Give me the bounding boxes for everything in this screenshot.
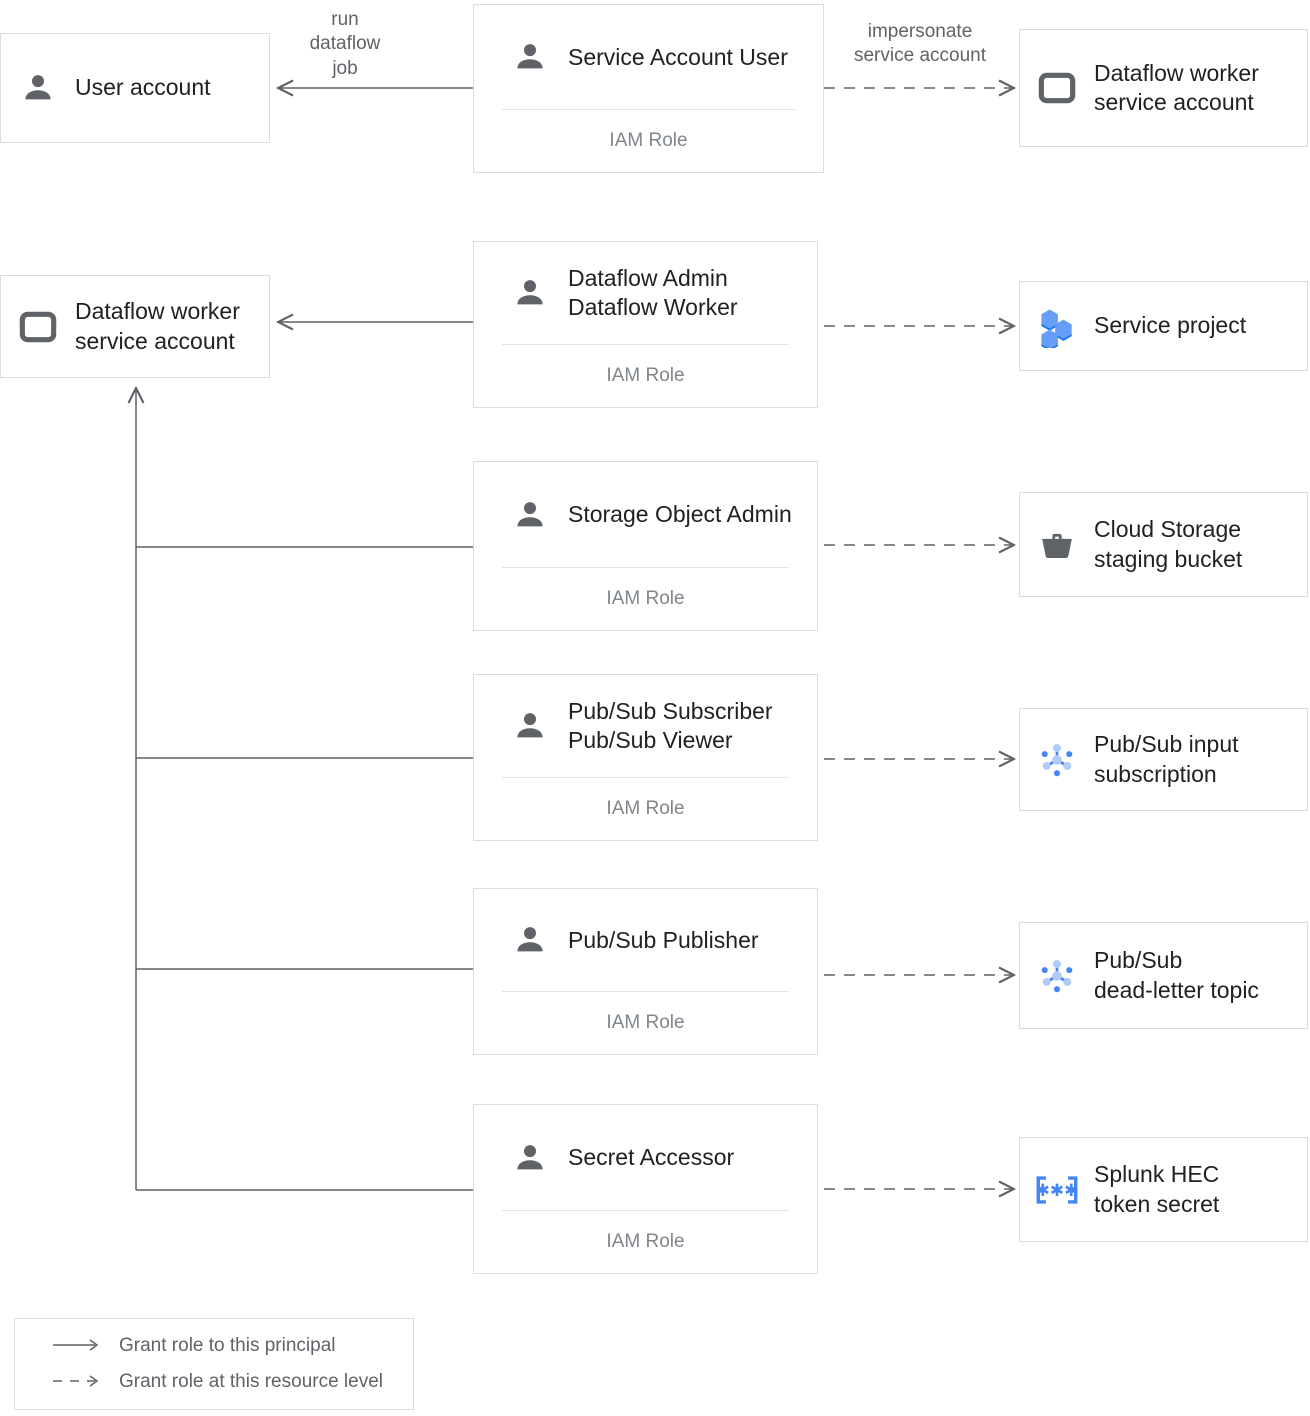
role-card-pubsub-publisher[interactable]: Pub/Sub Publisher IAM Role [473, 888, 818, 1055]
role-card-header: Secret Accessor [474, 1105, 817, 1210]
resource-label: Dataflow worker service account [1094, 59, 1259, 115]
role-card-divider [502, 1210, 789, 1211]
resource-cloud-storage-staging-bucket[interactable]: Cloud Storage staging bucket [1019, 492, 1308, 597]
role-card-header: Pub/Sub Publisher [474, 889, 817, 991]
role-card-pubsub-subscriber-viewer[interactable]: Pub/Sub Subscriber Pub/Sub Viewer IAM Ro… [473, 674, 818, 841]
person-icon [508, 1136, 552, 1180]
role-card-footer: IAM Role [606, 365, 685, 386]
role-name: Pub/Sub Publisher [568, 926, 759, 953]
cloud-storage-bucket-icon [1034, 522, 1080, 568]
resource-dataflow-worker-service-account[interactable]: Dataflow worker service account [1019, 29, 1308, 147]
role-card-header: Pub/Sub Subscriber Pub/Sub Viewer [474, 675, 817, 777]
pubsub-icon [1034, 737, 1080, 783]
role-card-header: Dataflow Admin Dataflow Worker [474, 242, 817, 344]
resource-label: Service project [1094, 312, 1247, 339]
resource-label: Splunk HEC token secret [1094, 1161, 1220, 1217]
legend-item-dashed: Grant role at this resource level [51, 1364, 413, 1400]
role-card-storage-object-admin[interactable]: Storage Object Admin IAM Role [473, 461, 818, 631]
secret-manager-icon: ✱✱✱ [1034, 1167, 1080, 1213]
role-card-divider [502, 777, 789, 778]
person-icon [508, 35, 552, 79]
role-name: Storage Object Admin [568, 501, 792, 528]
resource-pubsub-input-subscription[interactable]: Pub/Sub input subscription [1019, 708, 1308, 811]
role-card-divider [502, 991, 789, 992]
solid-arrow-icon [51, 1337, 103, 1355]
principal-dataflow-worker-service-account[interactable]: Dataflow worker service account [0, 275, 270, 378]
legend: Grant role to this principal Grant role … [14, 1318, 414, 1410]
pubsub-icon [1034, 953, 1080, 999]
resource-label: Pub/Sub dead-letter topic [1094, 947, 1259, 1003]
legend-label: Grant role to this principal [119, 1335, 336, 1356]
role-card-dataflow-admin-worker[interactable]: Dataflow Admin Dataflow Worker IAM Role [473, 241, 818, 408]
person-icon [508, 271, 552, 315]
role-card-footer: IAM Role [609, 130, 688, 151]
person-icon [508, 704, 552, 748]
dataflow-worker-icon [15, 304, 61, 350]
role-card-secret-accessor[interactable]: Secret Accessor IAM Role [473, 1104, 818, 1274]
project-hexagons-icon [1034, 303, 1080, 349]
role-card-divider [502, 344, 789, 345]
role-card-divider [502, 567, 789, 568]
edge-label-impersonate-service-account: impersonate service account [853, 21, 986, 67]
role-card-service-account-user[interactable]: Service Account User IAM Role [473, 4, 824, 173]
role-card-footer: IAM Role [606, 588, 685, 609]
legend-item-solid: Grant role to this principal [51, 1328, 413, 1364]
resource-label: Cloud Storage staging bucket [1094, 516, 1243, 572]
person-icon [508, 918, 552, 962]
role-name: Pub/Sub Subscriber Pub/Sub Viewer [568, 698, 773, 753]
role-name: Dataflow Admin Dataflow Worker [568, 265, 738, 320]
principal-label: Dataflow worker service account [75, 298, 240, 354]
resource-label: Pub/Sub input subscription [1094, 731, 1239, 787]
resource-pubsub-dead-letter-topic[interactable]: Pub/Sub dead-letter topic [1019, 922, 1308, 1029]
svg-text:✱✱✱: ✱✱✱ [1036, 1180, 1079, 1199]
role-name: Service Account User [568, 43, 788, 70]
resource-service-project[interactable]: Service project [1019, 281, 1308, 371]
role-name: Secret Accessor [568, 1144, 735, 1171]
principal-label: User account [75, 74, 211, 101]
role-card-footer: IAM Role [606, 1231, 685, 1252]
role-card-divider [502, 109, 795, 110]
person-icon [15, 65, 61, 111]
person-icon [508, 493, 552, 537]
role-card-footer: IAM Role [606, 1012, 685, 1033]
resource-splunk-hec-token-secret[interactable]: ✱✱✱ Splunk HEC token secret [1019, 1137, 1308, 1242]
principal-user-account[interactable]: User account [0, 33, 270, 143]
legend-label: Grant role at this resource level [119, 1371, 384, 1392]
role-card-header: Storage Object Admin [474, 462, 817, 567]
role-card-footer: IAM Role [606, 798, 685, 819]
role-card-header: Service Account User [474, 5, 823, 109]
edge-label-run-dataflow-job: run dataflow job [309, 9, 381, 79]
dashed-arrow-icon [51, 1373, 103, 1391]
dataflow-worker-icon [1034, 65, 1080, 111]
